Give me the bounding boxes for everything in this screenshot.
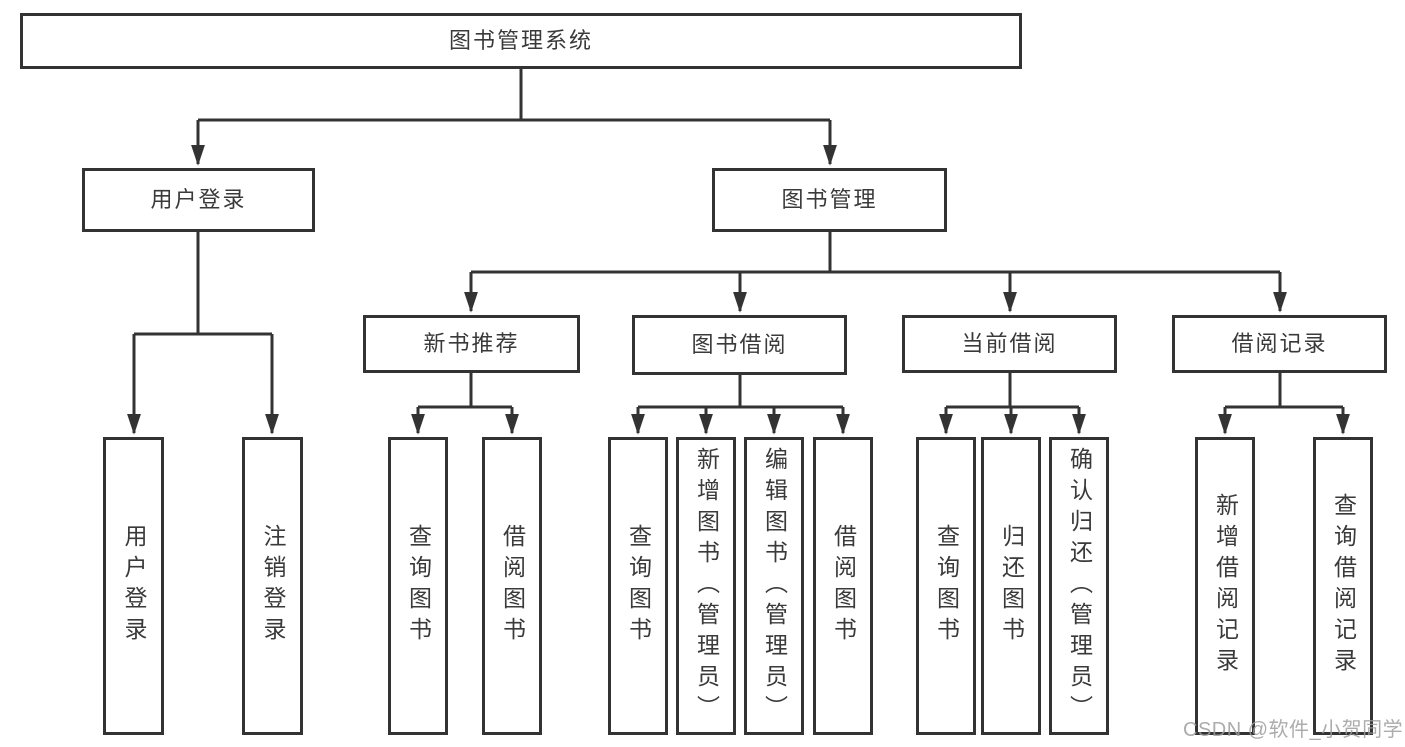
node-add-borrow-record: 新增借阅记录 bbox=[1195, 437, 1255, 735]
node-query-books-borrow: 查询图书 bbox=[608, 437, 668, 735]
csdn-watermark: CSDN @软件_小贺同学 bbox=[1183, 719, 1404, 741]
node-new-book-recommendation: 新书推荐 bbox=[363, 315, 580, 373]
node-logout-login: 注销登录 bbox=[242, 437, 303, 735]
node-borrowing-records: 借阅记录 bbox=[1172, 315, 1387, 373]
node-query-books-current: 查询图书 bbox=[916, 437, 976, 735]
node-query-borrow-record: 查询借阅记录 bbox=[1313, 437, 1373, 735]
connector-arrows bbox=[127, 120, 1350, 435]
node-library-management-system: 图书管理系统 bbox=[20, 13, 1022, 69]
node-edit-books-admin: 编辑图书（管理员） bbox=[744, 437, 804, 735]
node-return-books: 归还图书 bbox=[981, 437, 1041, 735]
node-query-books-recommend: 查询图书 bbox=[388, 437, 448, 735]
node-borrow-books: 借阅图书 bbox=[813, 437, 873, 735]
node-book-borrowing: 图书借阅 bbox=[632, 315, 847, 375]
node-current-borrowing: 当前借阅 bbox=[902, 315, 1117, 373]
node-confirm-return-admin: 确认归还（管理员） bbox=[1049, 437, 1109, 735]
node-add-books-admin: 新增图书（管理员） bbox=[676, 437, 736, 735]
node-user-login: 用户登录 bbox=[103, 437, 164, 735]
connector-trunks bbox=[134, 69, 1343, 409]
node-user-login-group: 用户登录 bbox=[82, 168, 315, 232]
node-borrow-books-recommend: 借阅图书 bbox=[482, 437, 542, 735]
node-book-management: 图书管理 bbox=[712, 168, 947, 232]
